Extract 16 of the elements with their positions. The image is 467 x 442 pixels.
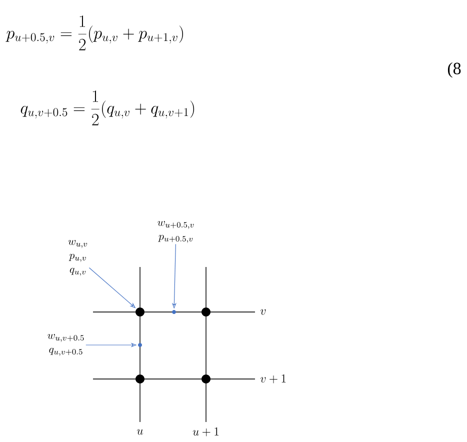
midpoint [138, 343, 142, 347]
equation: $q_{u,v+0.5} = \frac{1}{2}(q_{u,v} + q_{u,v+1})$ [20, 90, 194, 126]
axis-label: $v$ [260, 309, 266, 315]
axis-label: $u$ [137, 429, 143, 435]
equation-number: (8 [448, 62, 461, 78]
point-label: $w_{u+0.5,v}$ $p_{u+0.5,v}$ [158, 220, 194, 243]
grid-point [136, 308, 144, 316]
axis-label: $u + 1$ [192, 427, 219, 436]
grid-point [202, 374, 210, 384]
equation: $p_{u+0.5,v} = \frac{1}{2}(p_{u,v} + p_{u+1,v})$ [6, 15, 184, 50]
point-label: $w_{u,v+0.5}$ $q_{u,v+0.5}$ [48, 334, 84, 356]
midpoint [172, 310, 176, 314]
point-label: $w_{u,v}$ $p_{u,v}$ $q_{u,v}$ [68, 240, 88, 276]
grid-point [136, 374, 144, 384]
grid-point [202, 308, 210, 316]
axis-label: $v + 1$ [260, 374, 286, 384]
